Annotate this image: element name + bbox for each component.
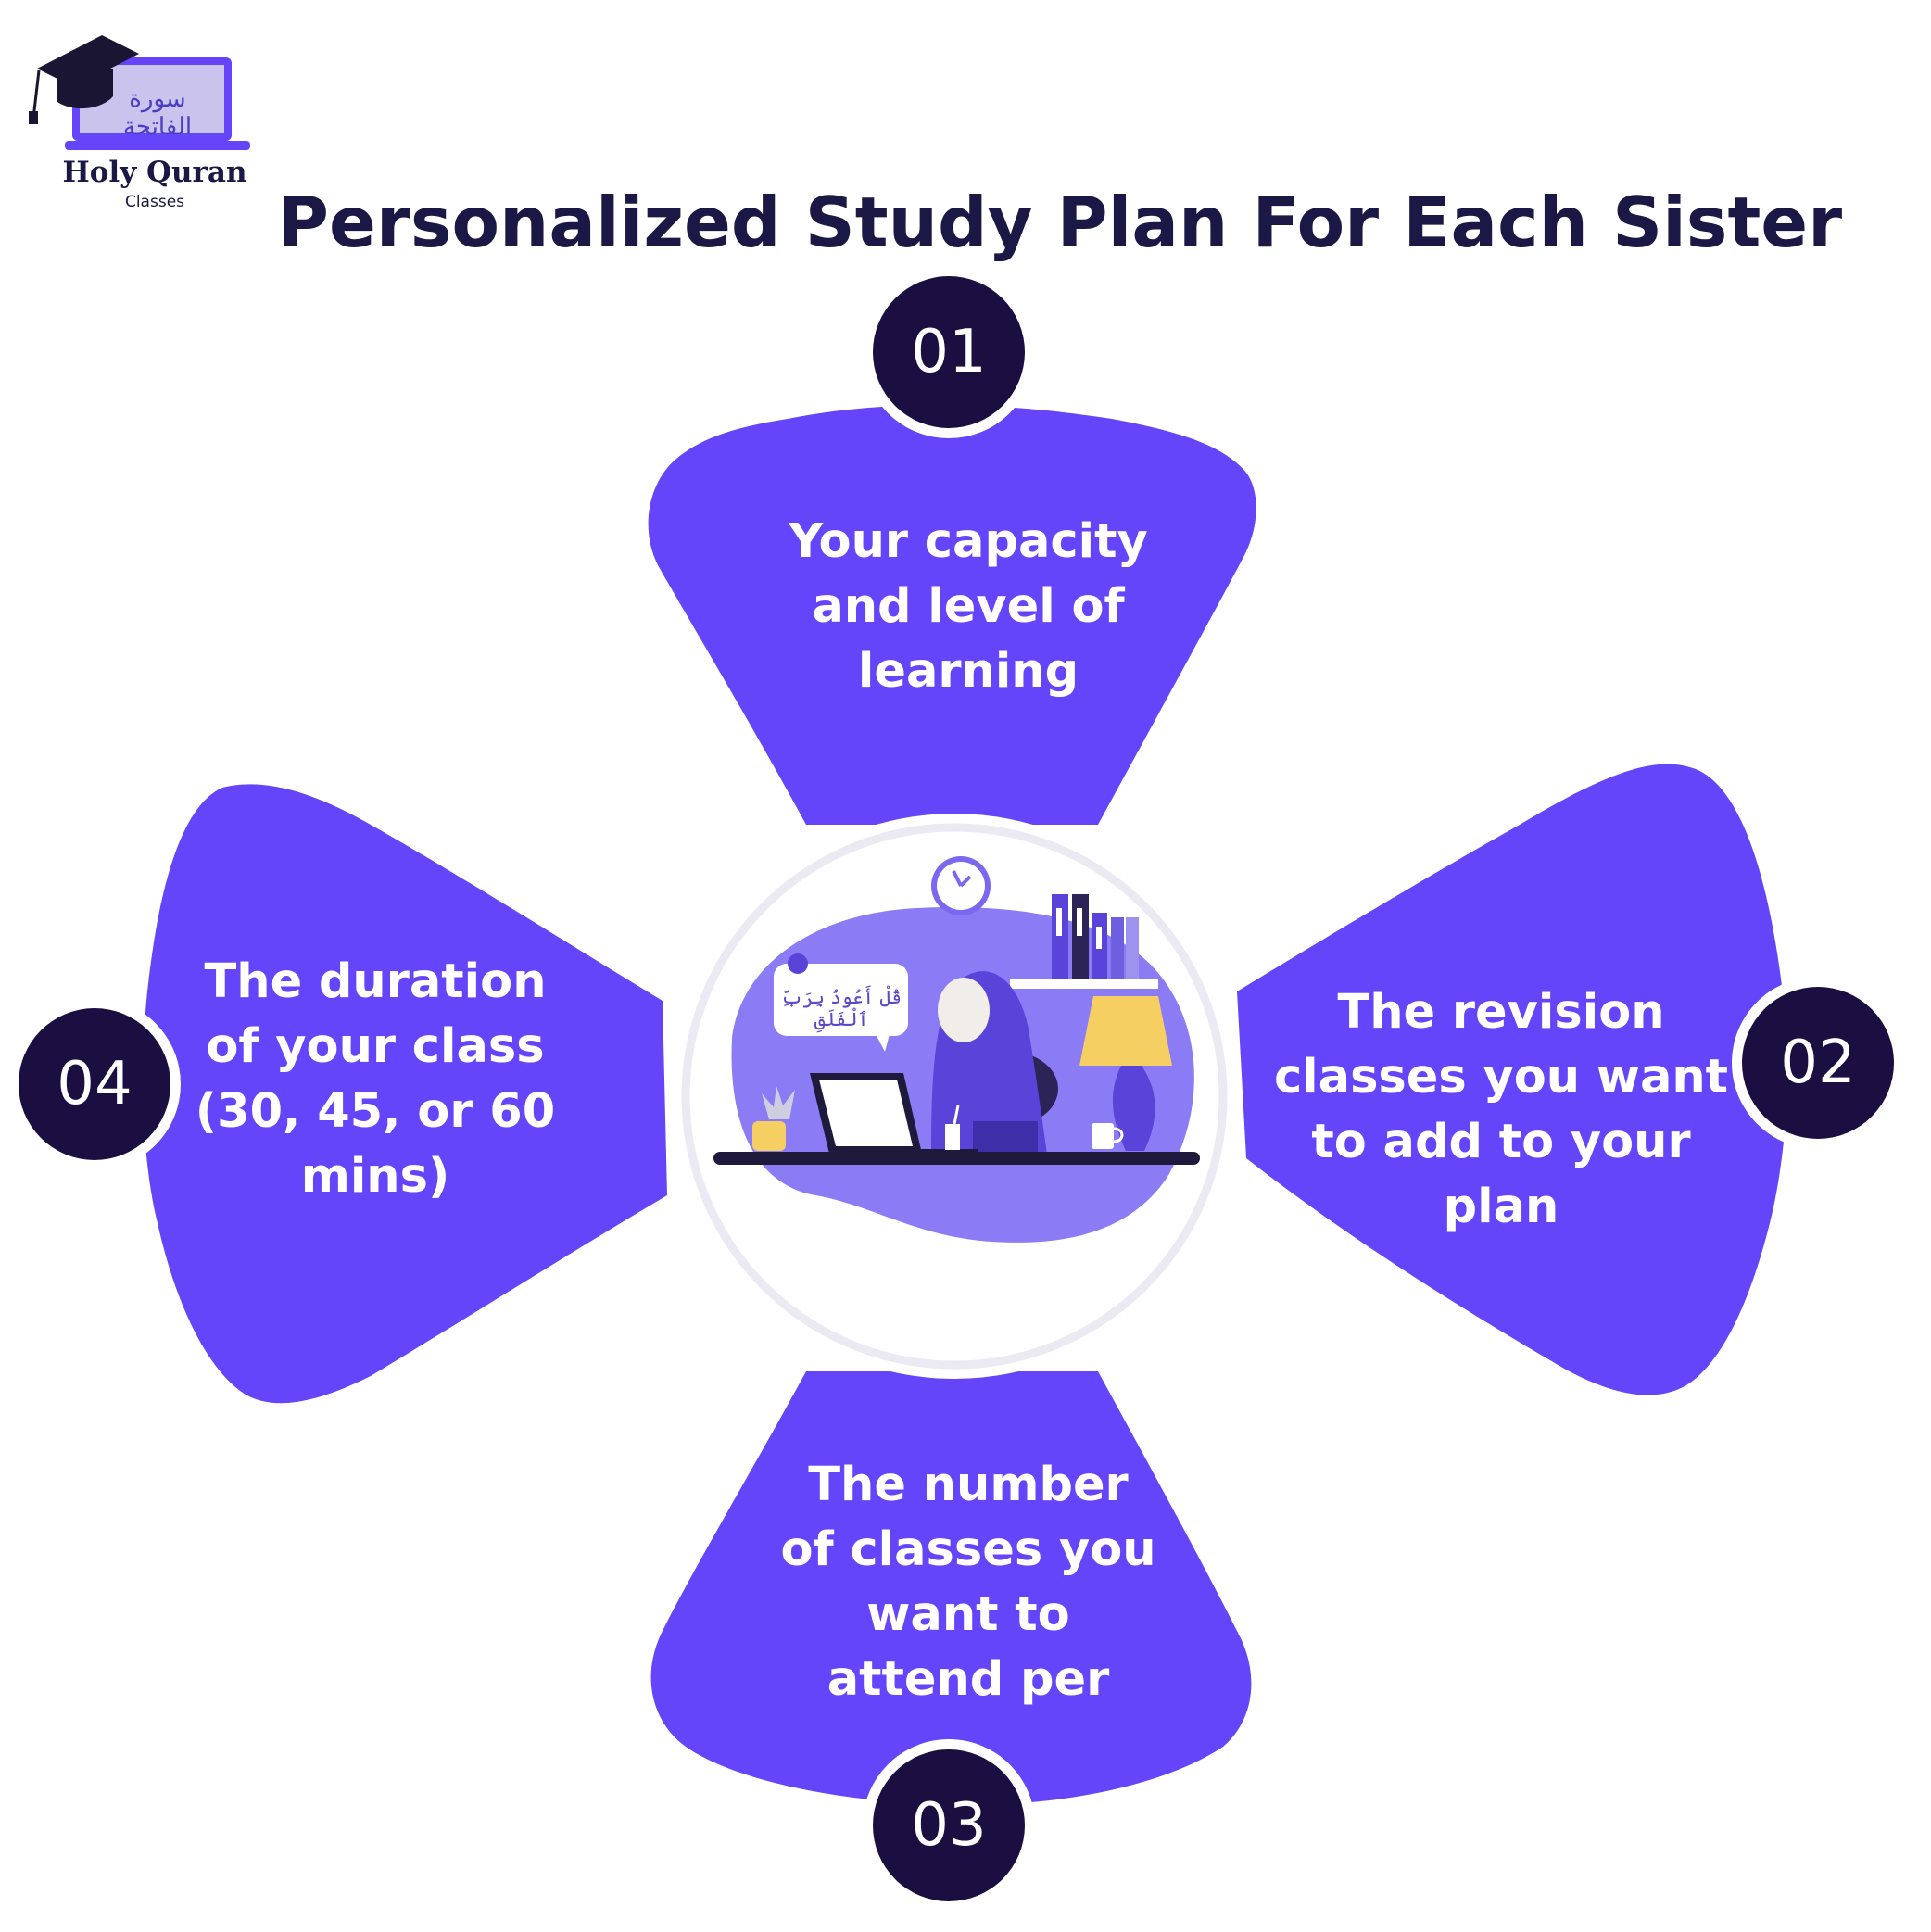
- step-03-line-1: The number: [808, 1458, 1129, 1512]
- plant-icon: [752, 1086, 795, 1151]
- step-01-line-1: Your capacity: [789, 514, 1148, 569]
- speech-bubble-text: قُلْ أَعُوذُ بِرَبِّ ٱلْفَلَقِ: [781, 986, 902, 1030]
- logo-arabic-text: سورة الفاتحة: [122, 85, 193, 141]
- logo-name: Holy Quran: [62, 156, 247, 189]
- step-01-text: Your capacity and level of learning: [741, 510, 1195, 704]
- step-number-03: 03: [911, 1791, 987, 1860]
- step-04-line-3: (30, 45, or 60: [195, 1084, 556, 1139]
- bookshelf-icon: [1010, 894, 1158, 989]
- step-02-line-2: classes you want: [1273, 1050, 1729, 1105]
- step-02-line-4: plan: [1443, 1180, 1559, 1234]
- petal-left: [143, 784, 668, 1404]
- step-number-02: 02: [1780, 1029, 1856, 1097]
- step-01-line-3: learning: [857, 644, 1079, 699]
- badge-02: [1732, 977, 1904, 1149]
- step-03-text: The number of classes you want to attend…: [741, 1453, 1195, 1712]
- step-01-line-2: and level of: [812, 579, 1125, 634]
- lamp-icon: [1079, 996, 1172, 1151]
- clock-icon: [931, 856, 991, 915]
- logo-subtitle: Classes: [124, 193, 185, 211]
- woman-figure: [931, 971, 1058, 1154]
- petal-right: [1237, 764, 1788, 1395]
- step-number-04: 04: [57, 1050, 133, 1118]
- badge-04: [8, 998, 181, 1170]
- step-02-line-1: The revision: [1337, 985, 1665, 1040]
- petal-top: [648, 405, 1256, 825]
- step-03-line-3: want to: [866, 1587, 1070, 1642]
- step-04-line-2: of your class: [206, 1019, 545, 1074]
- step-02-line-3: to add to your: [1311, 1115, 1691, 1169]
- badge-01: [863, 266, 1035, 438]
- pen-cup-icon: [945, 1105, 960, 1150]
- step-03-line-4: attend per: [827, 1652, 1110, 1707]
- step-number-01: 01: [911, 318, 987, 386]
- desk: [713, 1152, 1200, 1165]
- step-04-line-4: mins): [300, 1149, 450, 1204]
- step-04-text: The duration of your class (30, 45, or 6…: [158, 950, 593, 1209]
- petal-bottom: [650, 1371, 1252, 1806]
- step-03-line-2: of classes you: [780, 1522, 1156, 1577]
- laptop-icon: [810, 1073, 978, 1156]
- badge-03: [863, 1739, 1035, 1912]
- step-02-text: The revision classes you want to add to …: [1269, 980, 1733, 1240]
- mug-icon: [1092, 1123, 1124, 1149]
- step-04-line-1: The duration: [204, 954, 547, 1009]
- page-title: Personalized Study Plan For Each Sister: [278, 182, 1843, 263]
- logo-icon: [29, 35, 250, 150]
- speech-bubble: [774, 953, 908, 1052]
